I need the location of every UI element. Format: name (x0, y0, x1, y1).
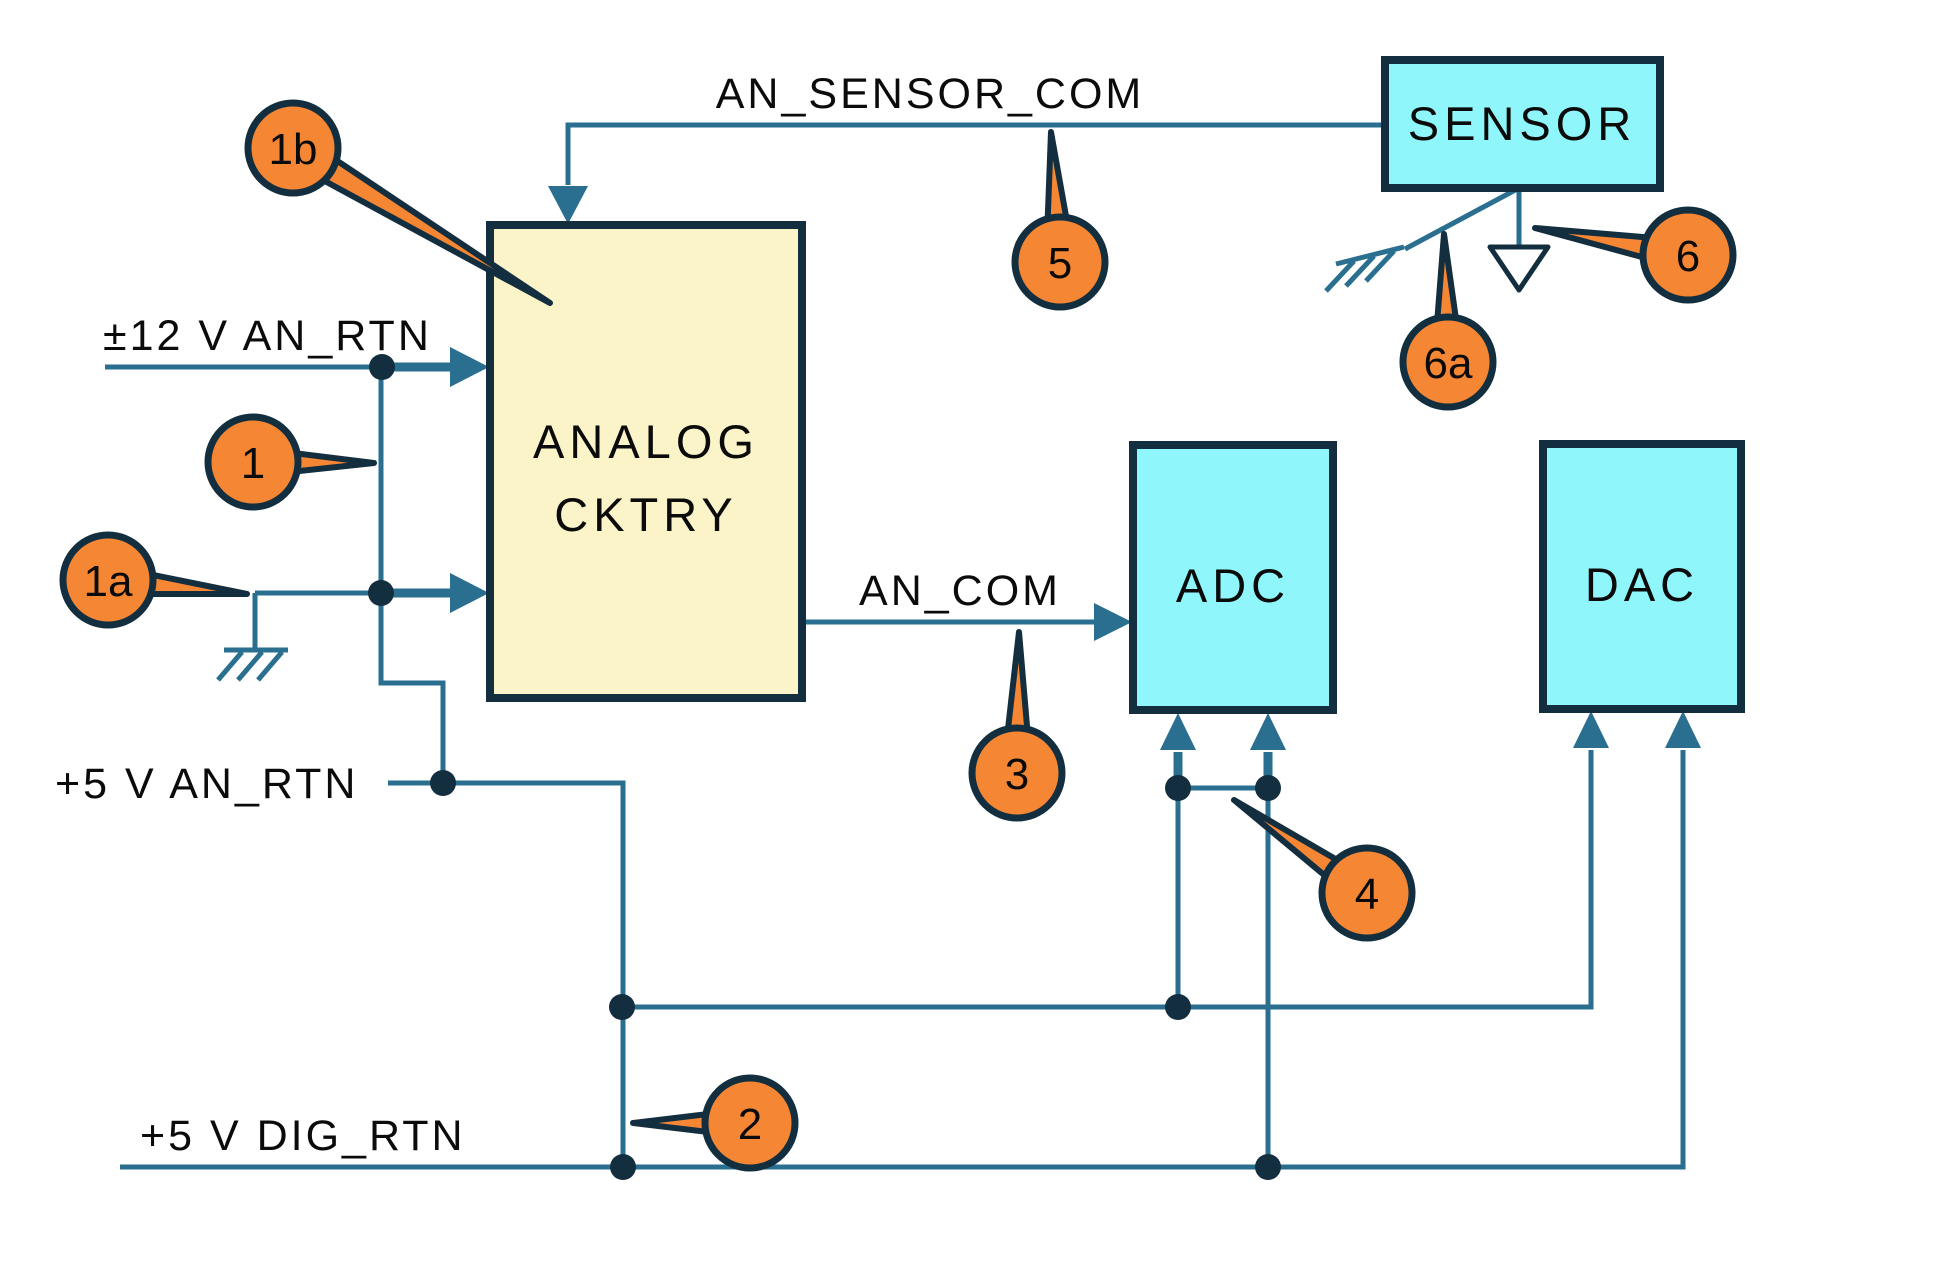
callout-5: 5 (1011, 129, 1109, 311)
net-label-5v-an-rtn: +5 V AN_RTN (55, 760, 358, 808)
junction-dot (610, 1154, 636, 1180)
callout-6a: 6a (1399, 231, 1497, 411)
junction-dot (369, 354, 395, 380)
callout-2: 2 (630, 1074, 799, 1172)
callout-1b-label: 1b (269, 125, 318, 174)
wire-1a-ground-spur (252, 590, 381, 650)
junction-dot (609, 994, 635, 1020)
wire-12v-an-rtn (105, 364, 446, 783)
arrowhead-into-analog-top-left (450, 347, 489, 387)
sensor-block: SENSOR (1381, 56, 1664, 192)
arrowhead-into-adc-right (1250, 713, 1286, 750)
arrowhead-into-adc-left (1160, 713, 1196, 750)
callout-1: 1 (204, 413, 377, 511)
analog-block-label-line2: CKTRY (554, 488, 737, 541)
junction-dot (1255, 1154, 1281, 1180)
callout-1a: 1a (59, 531, 250, 629)
callout-6-label: 6 (1676, 232, 1700, 281)
callout-1a-label: 1a (84, 557, 133, 606)
dac-block: DAC (1539, 440, 1745, 713)
callout-1b: 1b (244, 99, 553, 306)
callout-2-label: 2 (738, 1100, 762, 1149)
net-label-an-sensor-com: AN_SENSOR_COM (716, 70, 1144, 118)
chassis-ground-icon (216, 647, 288, 682)
net-label-an-com: AN_COM (859, 567, 1061, 615)
callout-4-label: 4 (1355, 870, 1379, 919)
junction-dot (1165, 775, 1191, 801)
callout-5-label: 5 (1048, 239, 1072, 288)
callout-6a-label: 6a (1424, 339, 1473, 388)
callout-1-label: 1 (241, 439, 265, 488)
analog-block-label-line1: ANALOG (533, 415, 759, 468)
net-label-5v-dig-rtn: +5 V DIG_RTN (140, 1112, 466, 1160)
wire-5v-an-rtn (388, 780, 626, 1167)
arrowhead-into-analog-top (548, 186, 588, 224)
callout-6: 6 (1532, 206, 1737, 304)
wire-an-sensor-com (565, 122, 1385, 185)
junction-dot (430, 770, 456, 796)
arrowhead-into-dac-right (1665, 711, 1701, 748)
chassis-ground-icon (1324, 244, 1405, 293)
arrowhead-into-dac-left (1573, 711, 1609, 748)
callout-3-label: 3 (1005, 750, 1029, 799)
wire-adc-arrow-shafts (1173, 752, 1273, 788)
adc-block-label: ADC (1176, 559, 1290, 612)
sensor-block-label: SENSOR (1408, 97, 1637, 150)
junction-dot (1255, 775, 1281, 801)
wire-adc-returns (1175, 785, 1271, 1167)
junction-dot (1165, 994, 1191, 1020)
net-label-12v-an-rtn: ±12 V AN_RTN (103, 312, 432, 360)
arrowhead-into-adc-an-com (1094, 603, 1132, 641)
earth-ground-icon (1487, 244, 1551, 293)
callout-3: 3 (968, 629, 1066, 822)
callout-4: 4 (1231, 797, 1416, 942)
analog-cktry-block: ANALOG CKTRY (486, 221, 806, 702)
wire-an-rtn-to-dac (622, 750, 1594, 1010)
junction-dot (368, 580, 394, 606)
adc-block: ADC (1129, 441, 1337, 714)
dac-block-label: DAC (1585, 558, 1699, 611)
arrowhead-into-analog-left (450, 573, 489, 613)
wire-5v-dig-rtn (120, 750, 1686, 1170)
wire-sensor-to-chassis (1403, 185, 1521, 252)
